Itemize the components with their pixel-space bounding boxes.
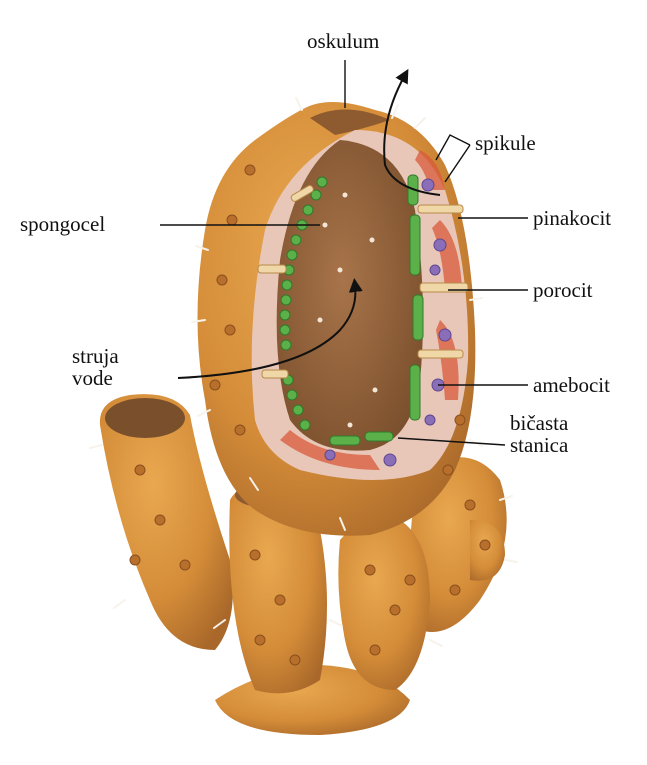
label-oskulum: oskulum xyxy=(307,30,379,52)
left-tube-opening xyxy=(105,398,185,438)
right-lower-tube xyxy=(338,519,430,690)
label-pinakocit: pinakocit xyxy=(533,207,611,229)
label-porocit: porocit xyxy=(533,279,592,301)
label-amebocit: amebocit xyxy=(533,374,610,396)
label-struja: struja xyxy=(72,345,119,367)
label-spikule: spikule xyxy=(475,132,536,154)
label-stanica: stanica xyxy=(510,434,568,456)
label-vode: vode xyxy=(72,367,113,389)
label-spongocel: spongocel xyxy=(20,213,105,235)
label-bicasta: bičasta xyxy=(510,412,568,434)
